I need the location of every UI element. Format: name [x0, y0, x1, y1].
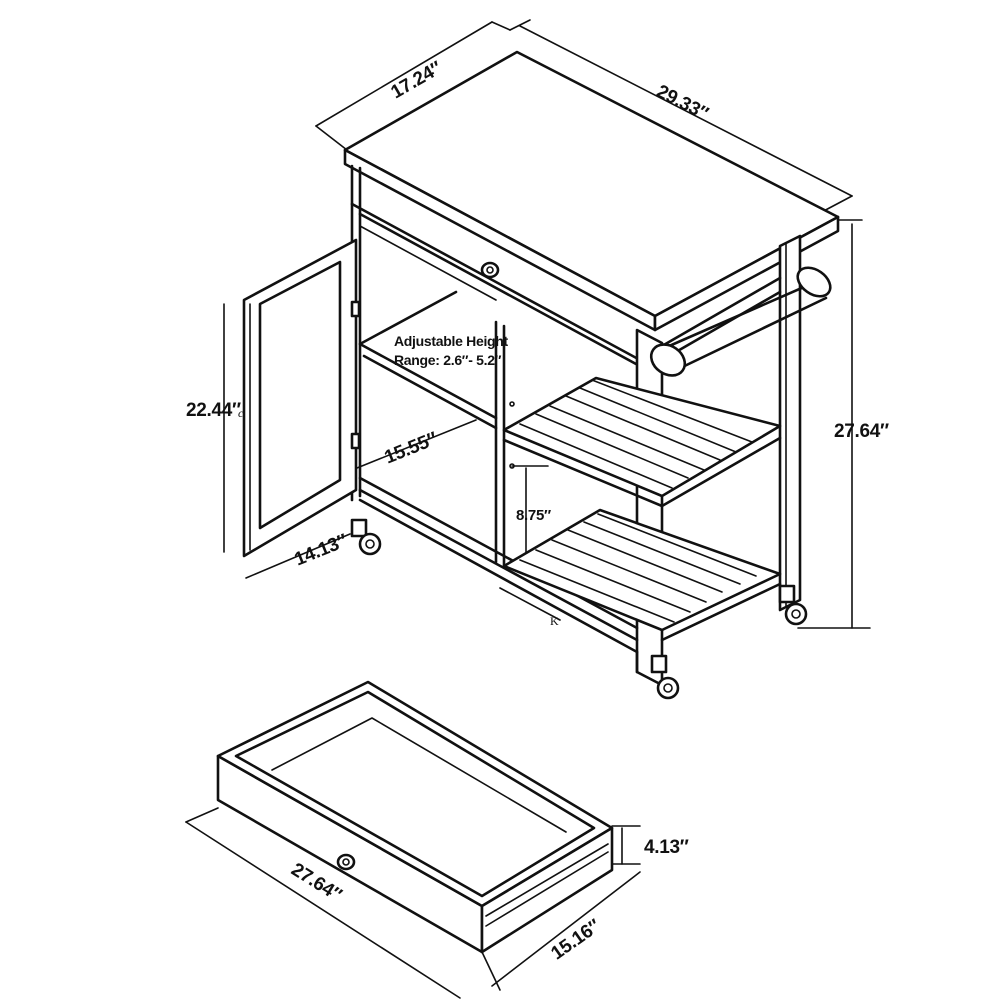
dimension-lines	[185, 19, 871, 999]
adjustable-height-line1: Adjustable Height	[394, 333, 508, 349]
cabinet-door	[242, 238, 361, 558]
total-height-label: 27.64″	[834, 421, 889, 442]
shelf-gap-label: 8.75″	[516, 507, 551, 524]
drawer-height-label: 4.13″	[644, 837, 689, 858]
kitchen-cart	[343, 50, 840, 700]
base-letter-mark: K	[550, 614, 559, 628]
door-height-label: 22.44″	[186, 400, 241, 421]
adjustable-height-note: Adjustable Height Range: 2.6″- 5.2″	[394, 332, 508, 370]
drawer	[216, 680, 614, 954]
door-hinge-mark: c	[238, 406, 244, 420]
adjustable-height-line2: Range: 2.6″- 5.2″	[394, 352, 502, 368]
